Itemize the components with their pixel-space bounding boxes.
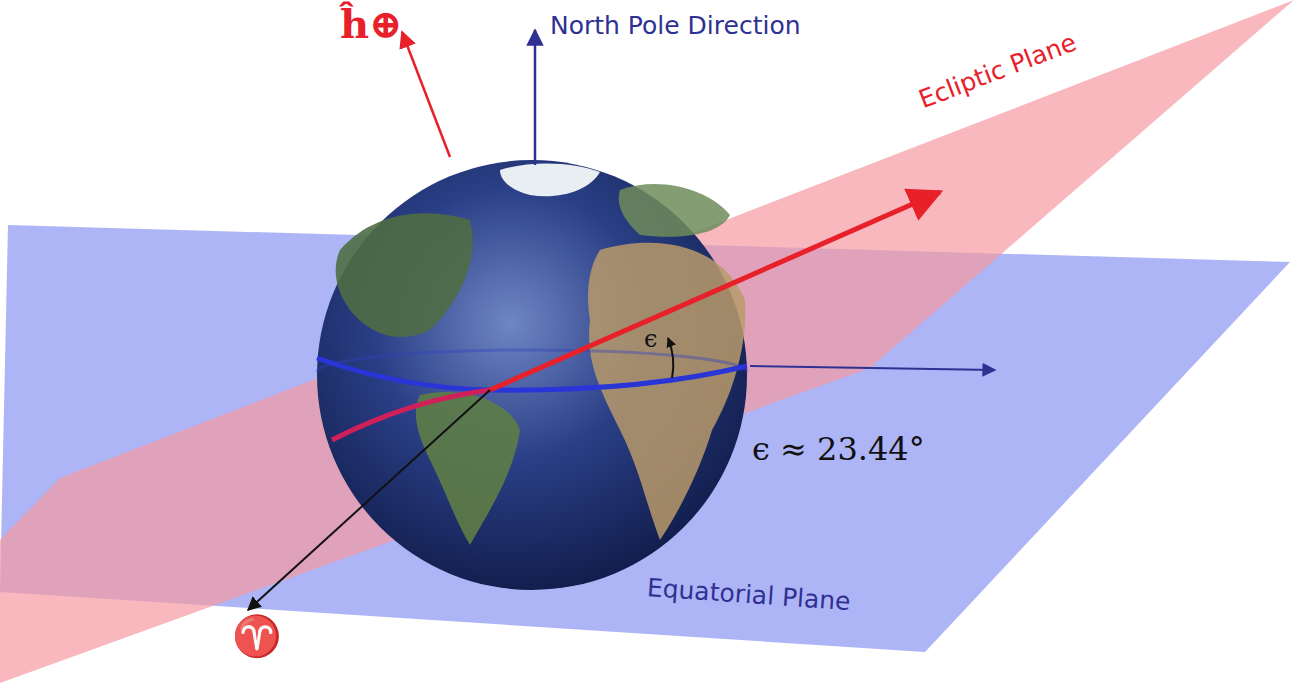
continent-south-america [416,392,520,545]
obliquity-arc [668,338,673,378]
aries-arrow [248,390,490,610]
continent-greenland [500,163,600,196]
continent-north-america [336,213,473,337]
ecliptic-back [332,390,490,440]
aries-symbol: ♈ [232,614,282,658]
north-pole-arrow [534,30,537,165]
ecliptic-line [490,192,940,390]
equinox-direction-arrow [750,366,995,370]
axis-label: North Pole Direction [550,12,801,40]
ecliptic-normal-arrow [402,32,450,157]
continent-europe [619,184,730,237]
earth-globe [317,160,747,590]
equator-back [317,350,747,372]
angle-value: ϵ ≈ 23.44° [752,432,925,467]
angle-symbol: ϵ [644,326,657,352]
vector-label: ĥ⊕ [340,2,403,46]
